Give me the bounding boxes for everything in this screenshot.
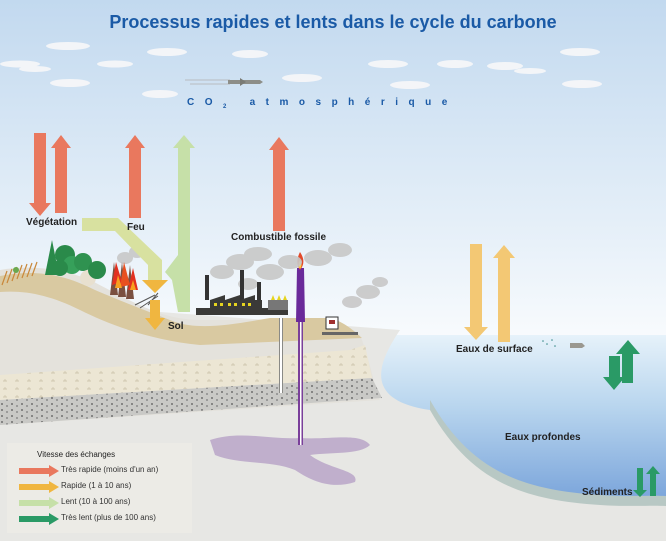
arrow-fossil-fuel-to-atmosphere [269, 137, 289, 231]
legend-item-label: Très lent (plus de 100 ans) [61, 513, 156, 522]
co2-label-suffix: atmosphérique [249, 97, 458, 108]
airplane-icon [185, 78, 263, 86]
coal-mine-icon [322, 316, 358, 335]
label-deep-water: Eaux profondes [505, 432, 581, 443]
arrow-ocean-to-atmosphere [493, 245, 515, 342]
topsoil [0, 272, 362, 345]
label-sediments: Sédiments [582, 487, 633, 498]
legend-title: Vitesse des échanges [37, 450, 116, 459]
co2-label-subscript: 2 [223, 104, 237, 110]
gravel-layer [0, 378, 382, 425]
arrow-atmosphere-to-vegetation [29, 133, 51, 216]
arrow-icon [19, 481, 59, 493]
label-vegetation: Végétation [26, 217, 78, 228]
arrow-vegetation-to-atmosphere [51, 135, 71, 213]
oil-reservoir [210, 435, 370, 485]
arrow-surface-to-deep [603, 356, 625, 390]
diagram-title: Processus rapides et lents dans le cycle… [109, 12, 557, 32]
arrow-sediments-to-ocean [646, 466, 660, 496]
plankton-icon [542, 339, 556, 347]
legend-item-label: Très rapide (moins d'un an) [61, 465, 159, 474]
arrow-icon [19, 497, 59, 509]
arrow-deep-to-surface [616, 340, 640, 383]
vineyard [1, 261, 38, 286]
legend-item-label: Lent (10 à 100 ans) [61, 497, 131, 506]
legend: Vitesse des échanges Très rapide (moins … [7, 443, 192, 533]
arrow-soil-down [145, 300, 165, 330]
arrow-icon [19, 513, 59, 525]
label-fossil-fuel: Combustible fossile [231, 232, 327, 243]
fish-icon [570, 343, 585, 348]
flow-arrows [29, 133, 660, 497]
label-fire: Feu [127, 222, 145, 233]
forest-fire-icon [110, 262, 159, 309]
flare-tower [296, 268, 305, 322]
arrow-icon [19, 465, 59, 477]
label-soil: Sol [168, 321, 184, 332]
label-surface-water: Eaux de surface [456, 344, 533, 355]
legend-item-label: Rapide (1 à 10 ans) [61, 481, 132, 490]
co2-label-prefix: CO [187, 97, 223, 108]
arrow-atmosphere-to-ocean [464, 244, 488, 340]
arrow-soil-to-atmosphere [165, 135, 195, 312]
atmospheric-co2-label: CO2 atmosphérique [187, 97, 458, 110]
forest [45, 240, 106, 286]
clouds [0, 42, 602, 98]
arrow-fire-to-atmosphere [125, 135, 145, 218]
factory-icon [196, 270, 288, 315]
arrow-ocean-to-sediments [633, 468, 647, 497]
